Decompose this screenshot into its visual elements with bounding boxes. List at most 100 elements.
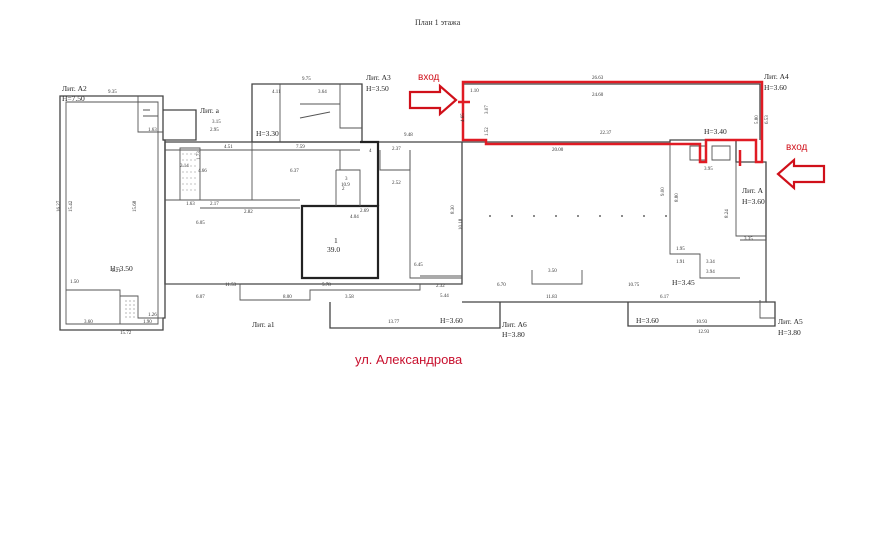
room-3-number: 3 [345, 177, 348, 182]
dimension-label: 1.90 [143, 320, 152, 325]
room-3-area: 10.9 [341, 183, 350, 188]
dimension-label: 2.95 [210, 128, 219, 133]
dimension-label: 1.73 [197, 151, 202, 160]
dimension-label: 6.07 [196, 295, 205, 300]
height-360-a5: Н=3.60 [636, 316, 659, 325]
dimension-label: 24.60 [592, 93, 604, 98]
dimension-label: 9.48 [404, 133, 413, 138]
dimension-label: 6.37 [290, 169, 299, 174]
liter-a6: Лит. А6 [502, 320, 527, 329]
liter-a2: Лит. А2 [62, 84, 87, 93]
dimension-label: 3.07 [485, 105, 490, 114]
dimension-label: 10.75 [628, 283, 640, 288]
dimension-label: 8.24 [725, 209, 730, 218]
liter-a-big-height: Н=3.60 [742, 197, 765, 206]
liter-a1: Лит. а1 [252, 320, 275, 329]
height-340: Н=3.40 [704, 127, 727, 136]
room-1-area: 39.0 [327, 245, 340, 254]
dimension-label: 4.04 [350, 215, 359, 220]
dimension-label: 11.83 [546, 295, 558, 300]
height-345: Н=3.45 [672, 278, 695, 287]
dimension-label: 2.14 [180, 164, 189, 169]
dimension-label: 9.35 [108, 90, 117, 95]
dimension-label: 3.15 [212, 120, 221, 125]
height-360-a6: Н=3.60 [440, 316, 463, 325]
liter-a4-height: Н=3.60 [764, 83, 787, 92]
dimension-label: 12.93 [698, 330, 710, 335]
dimension-label: 6.70 [497, 283, 506, 288]
highlighted-premises [458, 80, 764, 166]
dimension-label: 5.44 [440, 294, 449, 299]
dimension-label: 1.10 [470, 89, 479, 94]
dimension-label: 2.52 [392, 181, 401, 186]
liter-a6-height: Н=3.80 [502, 330, 525, 339]
liter-a-big: Лит. А [742, 186, 764, 195]
dimension-label: 4.66 [198, 169, 207, 174]
liter-a5-height: Н=3.80 [778, 328, 801, 337]
dimension-label: 6.45 [414, 263, 423, 268]
dimension-label: 8.21 [112, 269, 121, 274]
liter-a3-height: Н=3.50 [366, 84, 389, 93]
dimension-label: 4.65 [461, 113, 466, 122]
room-2-number: 2 [342, 187, 345, 192]
entrance-label-1: вход [418, 72, 440, 83]
dimension-label: 3.34 [706, 260, 715, 265]
room-1-number: 1 [334, 236, 338, 245]
dimension-label: 6.53 [765, 115, 770, 124]
dimension-labels: 9.35 9.75 26.63 24.60 22.37 20.00 9.48 1… [57, 76, 770, 336]
highlight-outline [461, 80, 764, 164]
dimension-label: 1.26 [148, 313, 157, 318]
street-name: ул. Александрова [355, 352, 463, 367]
dimension-label: 1.52 [485, 127, 490, 136]
dimension-label: 10.93 [696, 320, 708, 325]
dimension-label: 6.05 [196, 221, 205, 226]
dimension-label: 8.30 [451, 205, 456, 214]
dimension-label: 4.11 [272, 90, 281, 95]
block-main [164, 140, 463, 301]
dimension-label: 20.00 [552, 148, 564, 153]
dimension-label: 13.77 [388, 320, 400, 325]
dimension-label: 15.72 [120, 331, 132, 336]
entrance-arrow-right [776, 157, 826, 191]
liter-a-small: Лит. а [200, 106, 220, 115]
column-markers [489, 215, 667, 217]
height-330: Н=3.30 [256, 129, 279, 138]
dimension-label: 1.91 [676, 260, 685, 265]
entrance-label-2: вход [786, 142, 808, 153]
dimension-label: 4.51 [224, 145, 233, 150]
dimension-label: 8.80 [675, 193, 680, 202]
dimension-label: 26.63 [592, 76, 604, 81]
dimension-label: 2.17 [210, 202, 219, 207]
dimension-label: 3.60 [84, 320, 93, 325]
dimension-label: 1.50 [70, 280, 79, 285]
liter-a4: Лит. А4 [764, 72, 789, 81]
dimension-label: 3.50 [548, 269, 557, 274]
liter-a2-height: Н=7.50 [62, 94, 85, 103]
dimension-label: 9.00 [661, 187, 666, 196]
dimension-label: 15.42 [69, 200, 74, 212]
dimension-label: 1.63 [186, 202, 195, 207]
dimension-label: 16.27 [57, 200, 62, 212]
dimension-label: 2.32 [436, 284, 445, 289]
dimension-label: 5.78 [322, 283, 331, 288]
liter-a5: Лит. А5 [778, 317, 803, 326]
dimension-label: 8.00 [283, 295, 292, 300]
dimension-label: 1.63 [148, 128, 157, 133]
dimension-label: 3.58 [345, 295, 354, 300]
dimension-label: 10.18 [459, 218, 464, 230]
dimension-label: 9.75 [302, 77, 311, 82]
block-bottom [329, 239, 776, 329]
dimension-label: 2.37 [392, 147, 401, 152]
room-4-number: 4 [369, 149, 372, 154]
height-350: Н=3.50 [110, 264, 133, 273]
entrance-arrow-left [408, 83, 458, 117]
dimension-label: 15.68 [133, 200, 138, 212]
dimension-label: 22.37 [600, 131, 612, 136]
block-lit-a2 [59, 95, 166, 331]
dimension-label: 3.95 [704, 167, 713, 172]
dimension-label: 3.94 [706, 270, 715, 275]
dimension-label: 7.59 [296, 145, 305, 150]
block-lit-a-small [163, 109, 201, 201]
plan-title: План 1 этажа [415, 18, 461, 27]
